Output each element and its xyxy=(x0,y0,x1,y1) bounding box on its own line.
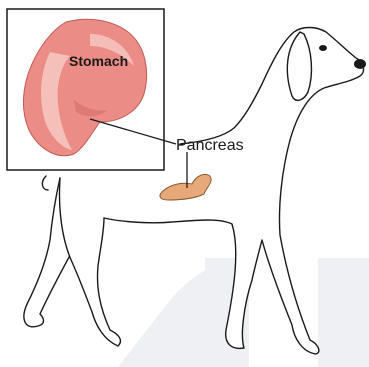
stomach-inset xyxy=(7,9,164,170)
pancreas-label: Pancreas xyxy=(176,138,244,154)
stomach-label: Stomach xyxy=(69,54,128,68)
